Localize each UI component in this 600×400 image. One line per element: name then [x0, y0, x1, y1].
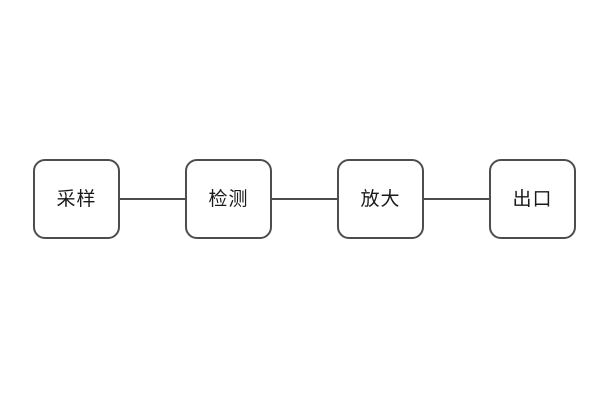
connector-amplification-output [424, 198, 489, 200]
node-label-output: 出口 [512, 188, 553, 210]
flow-node-detection: 检测 [185, 159, 272, 239]
flow-node-amplification: 放大 [337, 159, 424, 239]
connector-sampling-detection [120, 198, 185, 200]
node-label-detection: 检测 [208, 188, 249, 210]
flow-node-output: 出口 [489, 159, 576, 239]
node-label-sampling: 采样 [56, 188, 97, 210]
node-label-amplification: 放大 [360, 188, 401, 210]
flow-node-sampling: 采样 [33, 159, 120, 239]
connector-detection-amplification [272, 198, 337, 200]
